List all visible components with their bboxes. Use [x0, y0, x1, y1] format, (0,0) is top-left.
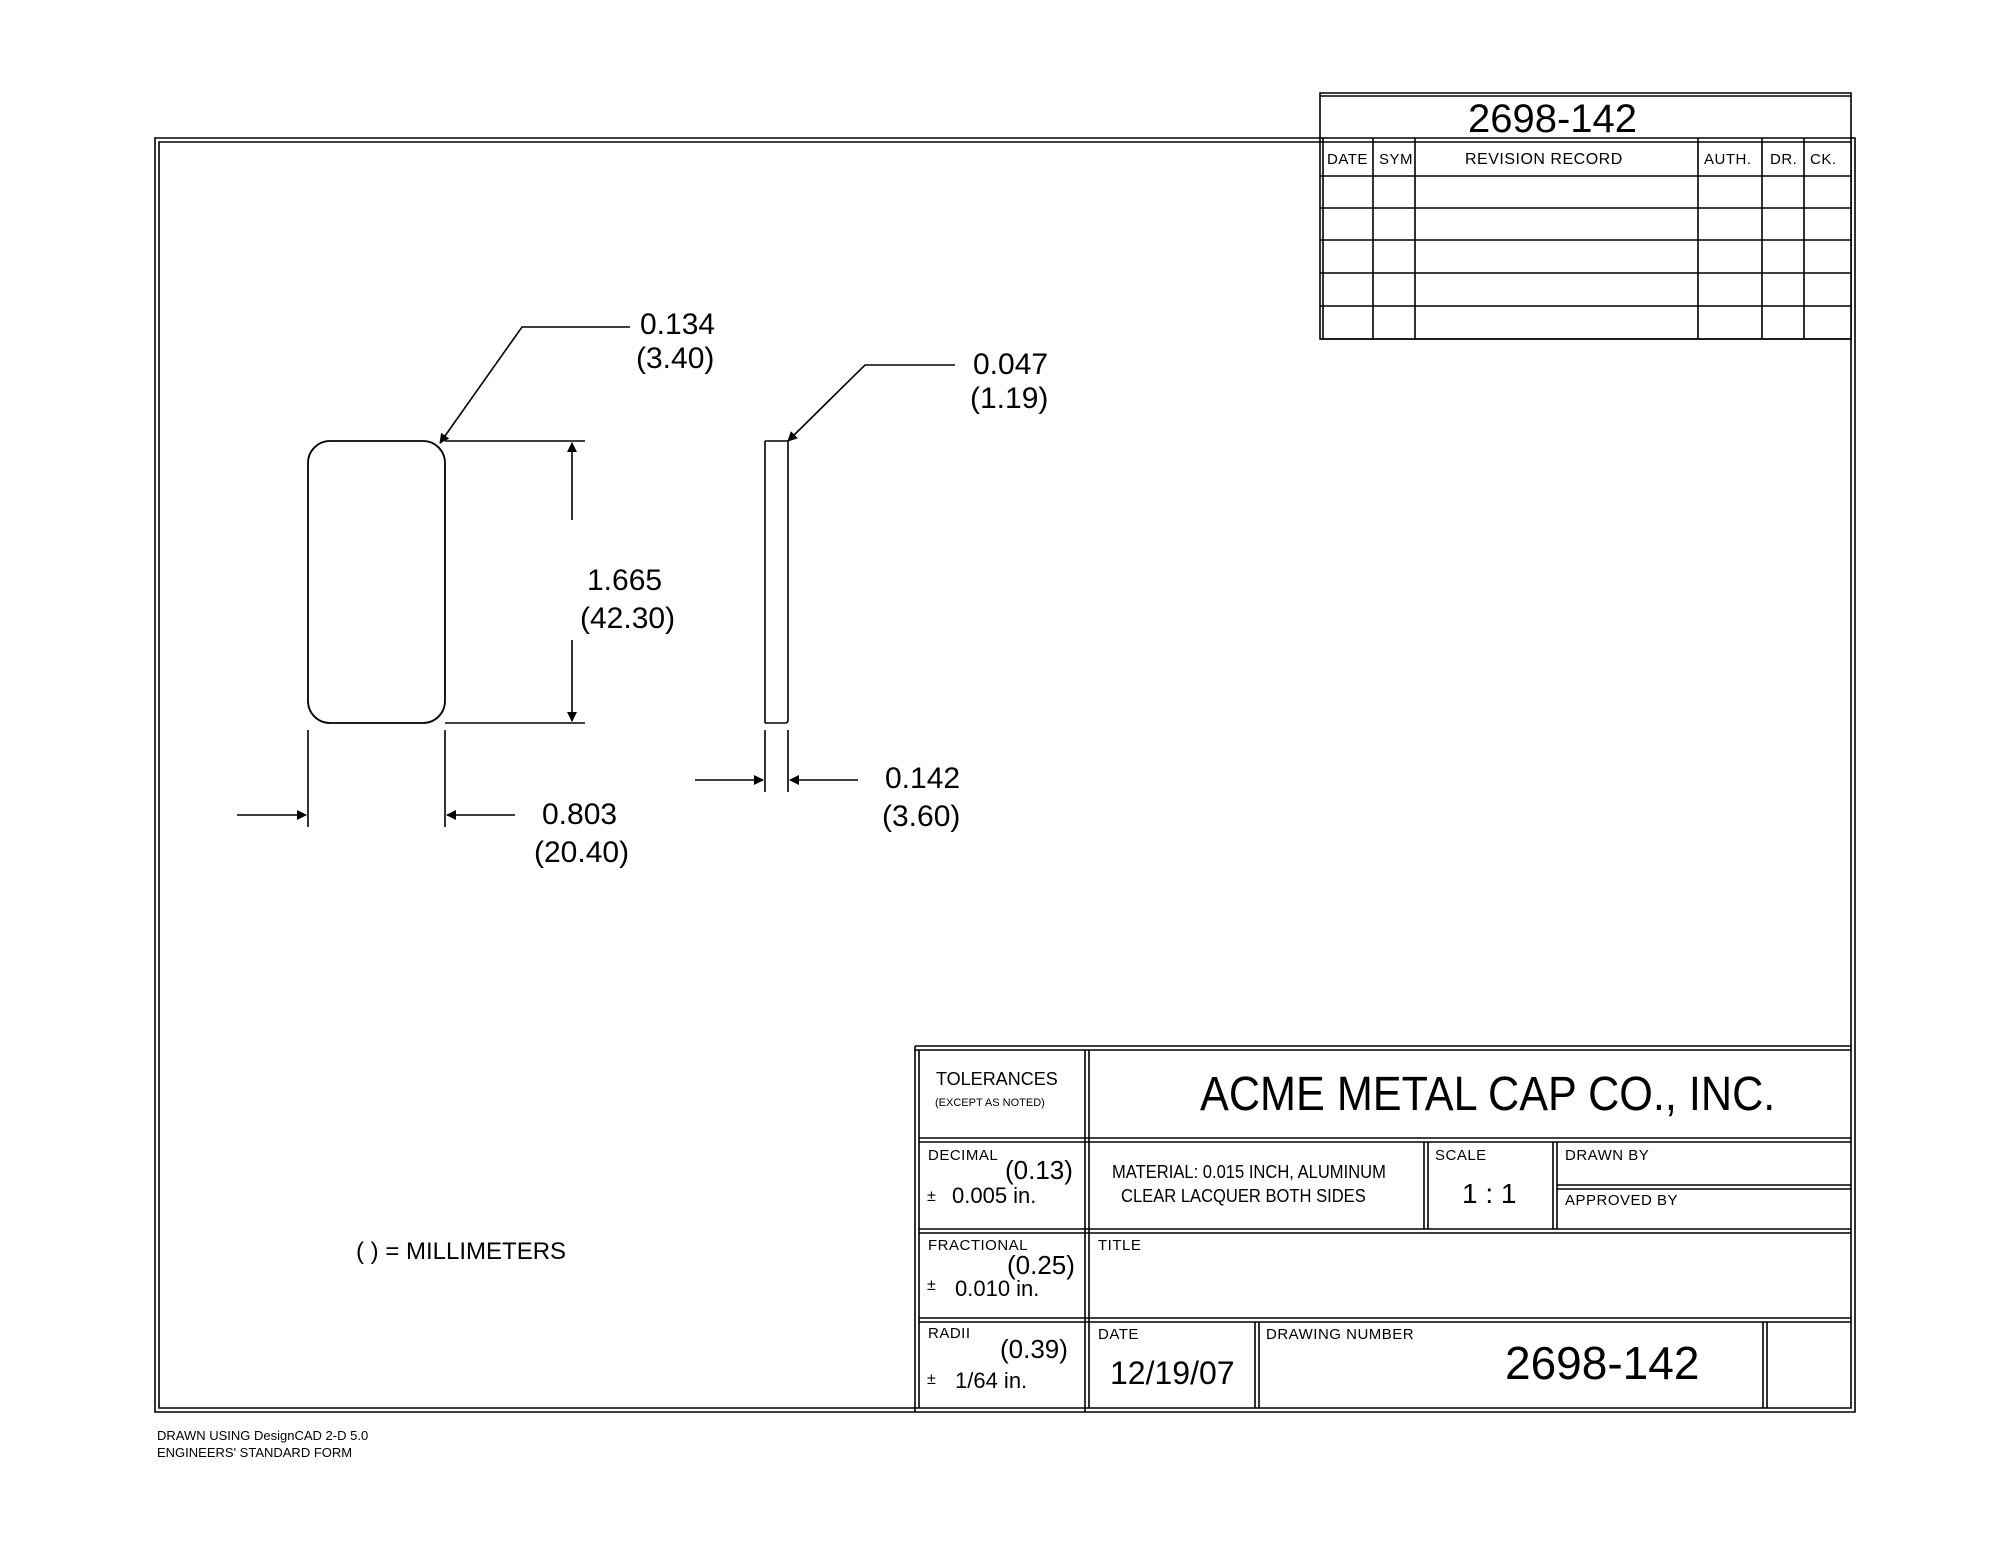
company-name: ACME METAL CAP CO., INC.: [1200, 1068, 1776, 1121]
corner-radius-leader: [440, 327, 630, 444]
part-side-view: [765, 441, 788, 723]
edge-radius-in: 0.047: [973, 348, 1049, 381]
height-dimension: [445, 441, 585, 723]
corner-radius-mm: (3.40): [636, 342, 715, 375]
units-note: ( ) = MILLIMETERS: [356, 1238, 567, 1265]
border-outer: [155, 138, 1855, 1412]
height-mm: (42.30): [580, 602, 676, 635]
scale-value: 1 : 1: [1462, 1178, 1517, 1209]
scale-label: SCALE: [1435, 1147, 1487, 1164]
thickness-in: 0.142: [885, 762, 961, 795]
drawing-number-label: DRAWING NUMBER: [1266, 1326, 1415, 1343]
fractional-value: 0.010 in.: [955, 1276, 1040, 1301]
header-part-number: 2698-142: [1468, 97, 1638, 141]
radii-value: 1/64 in.: [955, 1368, 1028, 1393]
fractional-plus-minus: ±: [927, 1277, 936, 1294]
tolerances-label: TOLERANCES: [936, 1069, 1058, 1089]
edge-radius-mm: (1.19): [970, 382, 1049, 415]
except-as-noted: (EXCEPT AS NOTED): [935, 1097, 1045, 1109]
rev-col-date: DATE: [1327, 151, 1368, 168]
rev-col-auth: AUTH.: [1704, 151, 1752, 168]
title-block-lines: [915, 1046, 1851, 1412]
drawing-number: 2698-142: [1505, 1337, 1700, 1389]
fractional-mm: (0.25): [1007, 1250, 1075, 1280]
material-line-2: CLEAR LACQUER BOTH SIDES: [1121, 1186, 1366, 1206]
width-dimension: [237, 730, 515, 827]
edge-radius-leader: [787, 365, 955, 442]
rev-col-revision-record: REVISION RECORD: [1465, 151, 1623, 168]
rev-col-ck: CK.: [1810, 151, 1837, 168]
rev-col-sym: SYM: [1379, 151, 1414, 168]
drawn-by-label: DRAWN BY: [1565, 1147, 1650, 1164]
border-inner: [159, 142, 1851, 1408]
height-in: 1.665: [587, 564, 663, 597]
footer-line-1: DRAWN USING DesignCAD 2-D 5.0: [157, 1428, 369, 1443]
width-in: 0.803: [542, 798, 618, 831]
part-front-view: [308, 441, 445, 723]
width-mm: (20.40): [534, 836, 630, 869]
material-line-1: MATERIAL: 0.015 INCH, ALUMINUM: [1112, 1162, 1386, 1182]
thickness-mm: (3.60): [882, 800, 961, 833]
decimal-value: 0.005 in.: [952, 1183, 1037, 1208]
radii-mm: (0.39): [1000, 1334, 1068, 1364]
fractional-label: FRACTIONAL: [928, 1237, 1029, 1254]
corner-radius-in: 0.134: [640, 308, 716, 341]
radii-label: RADII: [928, 1325, 971, 1342]
decimal-mm: (0.13): [1005, 1155, 1073, 1185]
footer-line-2: ENGINEERS' STANDARD FORM: [157, 1445, 353, 1460]
revision-table-lines: [1320, 93, 1851, 339]
rev-col-dr: DR.: [1770, 151, 1798, 168]
date-label: DATE: [1098, 1326, 1139, 1343]
radii-plus-minus: ±: [927, 1371, 936, 1388]
date-value: 12/19/07: [1110, 1355, 1235, 1391]
decimal-plus-minus: ±: [927, 1188, 936, 1205]
thickness-dimension: [695, 730, 858, 792]
approved-by-label: APPROVED BY: [1565, 1192, 1679, 1209]
decimal-label: DECIMAL: [928, 1147, 999, 1164]
title-label: TITLE: [1098, 1237, 1142, 1254]
